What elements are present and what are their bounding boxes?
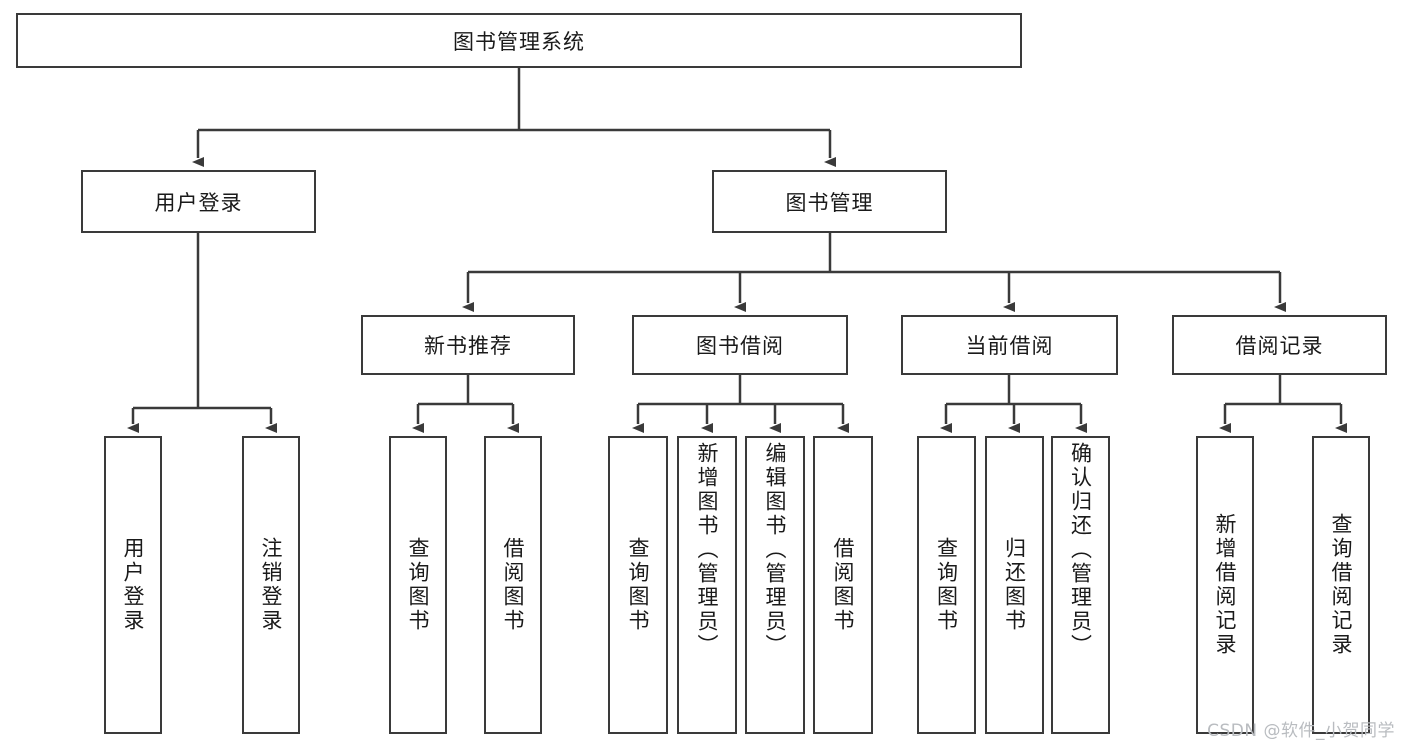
node-borrow-record-label: 借阅记录 [1235,334,1324,358]
leaf-borrow-book[interactable]: 借阅图书 [813,436,873,734]
leaf-query-book-recommend[interactable]: 查询图书 [389,436,447,734]
leaf-query-book-borrow-label: 查询图书 [626,537,651,633]
leaf-add-borrow-record-label: 新增借阅记录 [1213,513,1238,657]
leaf-edit-book-admin[interactable]: 编辑图书（管理员） [745,436,805,734]
leaf-add-book-admin-label: 新增图书（管理员） [695,442,720,658]
node-user-login[interactable]: 用户登录 [81,170,316,233]
node-book-management[interactable]: 图书管理 [712,170,947,233]
leaf-add-borrow-record[interactable]: 新增借阅记录 [1196,436,1254,734]
node-book-management-label: 图书管理 [785,190,874,215]
leaf-return-book[interactable]: 归还图书 [985,436,1044,734]
node-user-login-label: 用户登录 [154,190,243,215]
node-root[interactable]: 图书管理系统 [16,13,1022,68]
node-current-borrow-label: 当前借阅 [965,334,1054,358]
node-book-borrow[interactable]: 图书借阅 [632,315,848,375]
leaf-borrow-book-recommend-label: 借阅图书 [501,537,526,633]
leaf-confirm-return-admin-label: 确认归还（管理员） [1068,442,1093,658]
leaf-edit-book-admin-label: 编辑图书（管理员） [763,442,788,658]
leaf-query-book-borrow[interactable]: 查询图书 [608,436,668,734]
leaf-return-book-label: 归还图书 [1002,537,1027,633]
node-new-book-recommend[interactable]: 新书推荐 [361,315,575,375]
node-new-book-recommend-label: 新书推荐 [424,334,512,358]
leaf-user-login-label: 用户登录 [121,537,146,633]
leaf-query-book-recommend-label: 查询图书 [406,537,431,633]
node-borrow-record[interactable]: 借阅记录 [1172,315,1387,375]
leaf-query-book-current[interactable]: 查询图书 [917,436,976,734]
leaf-user-login[interactable]: 用户登录 [104,436,162,734]
leaf-query-borrow-record[interactable]: 查询借阅记录 [1312,436,1370,734]
node-current-borrow[interactable]: 当前借阅 [901,315,1118,375]
leaf-confirm-return-admin[interactable]: 确认归还（管理员） [1051,436,1110,734]
node-root-label: 图书管理系统 [453,29,585,54]
leaf-logout-label: 注销登录 [259,537,284,633]
leaf-borrow-book-recommend[interactable]: 借阅图书 [484,436,542,734]
leaf-add-book-admin[interactable]: 新增图书（管理员） [677,436,737,734]
leaf-query-book-current-label: 查询图书 [934,537,959,633]
watermark: CSDN @软件_小贺同学 [1207,721,1395,741]
node-book-borrow-label: 图书借阅 [696,334,784,358]
leaf-borrow-book-label: 借阅图书 [831,537,856,633]
leaf-logout[interactable]: 注销登录 [242,436,300,734]
leaf-query-borrow-record-label: 查询借阅记录 [1329,513,1354,657]
